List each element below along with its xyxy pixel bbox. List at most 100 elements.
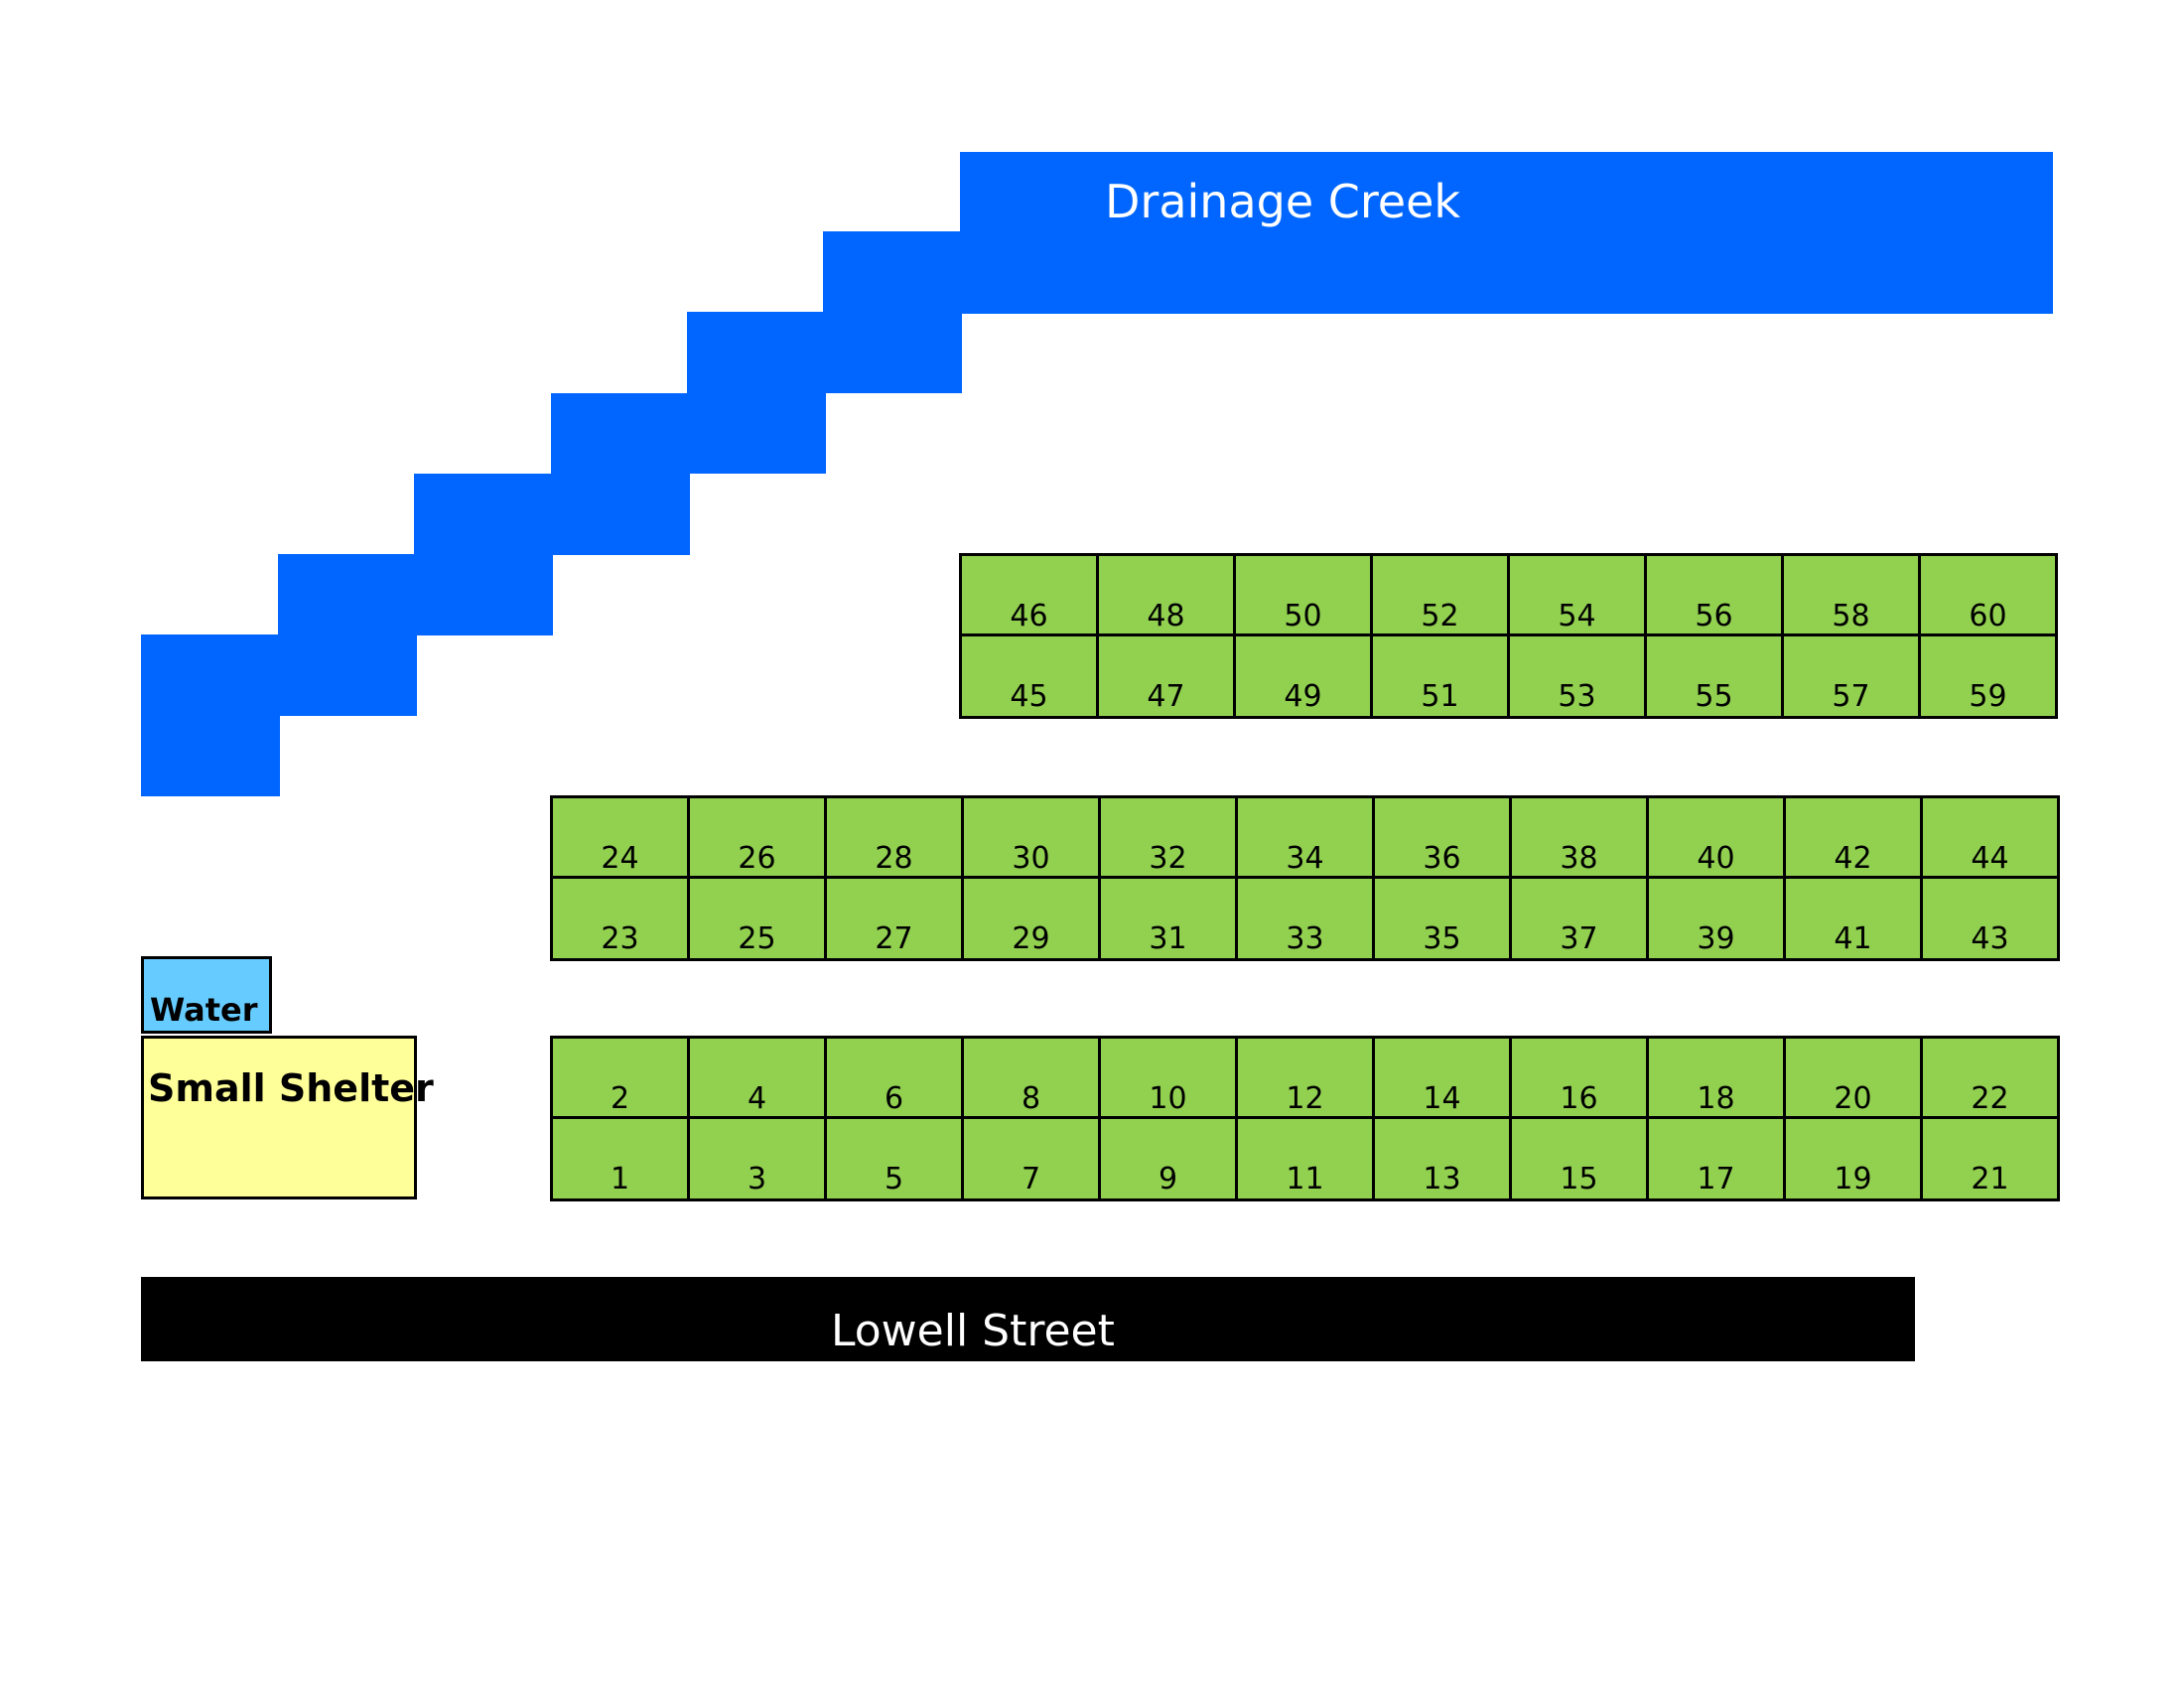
- plot-number: 55: [1695, 679, 1733, 714]
- garden-plot[interactable]: 12: [1235, 1036, 1375, 1121]
- plot-number: 36: [1423, 841, 1461, 876]
- plot-number: 14: [1423, 1081, 1461, 1116]
- garden-plot[interactable]: 36: [1372, 795, 1512, 881]
- garden-plot[interactable]: 38: [1509, 795, 1649, 881]
- plot-number: 42: [1834, 841, 1872, 876]
- garden-plot[interactable]: 58: [1781, 553, 1921, 638]
- garden-plot[interactable]: 31: [1098, 876, 1238, 961]
- garden-plot[interactable]: 13: [1372, 1116, 1512, 1201]
- creek-step-2: [687, 312, 826, 474]
- garden-plot[interactable]: 50: [1233, 553, 1373, 638]
- garden-plot[interactable]: 59: [1918, 633, 2058, 719]
- garden-plot[interactable]: 17: [1646, 1116, 1786, 1201]
- plot-number: 30: [1012, 841, 1050, 876]
- garden-plot[interactable]: 57: [1781, 633, 1921, 719]
- plot-number: 17: [1697, 1162, 1735, 1196]
- plot-number: 58: [1832, 599, 1870, 633]
- garden-plot[interactable]: 49: [1233, 633, 1373, 719]
- plot-number: 37: [1560, 921, 1598, 956]
- garden-plot[interactable]: 24: [550, 795, 690, 881]
- garden-plot[interactable]: 23: [550, 876, 690, 961]
- garden-plot[interactable]: 60: [1918, 553, 2058, 638]
- garden-plot[interactable]: 54: [1507, 553, 1647, 638]
- plot-number: 46: [1010, 599, 1048, 633]
- plot-number: 15: [1560, 1162, 1598, 1196]
- garden-plot[interactable]: 32: [1098, 795, 1238, 881]
- garden-plot[interactable]: 44: [1920, 795, 2060, 881]
- garden-plot[interactable]: 47: [1096, 633, 1236, 719]
- garden-plot[interactable]: 21: [1920, 1116, 2060, 1201]
- plot-number: 38: [1560, 841, 1598, 876]
- garden-plot[interactable]: 39: [1646, 876, 1786, 961]
- garden-plot[interactable]: 37: [1509, 876, 1649, 961]
- creek-step-3: [551, 393, 690, 555]
- plot-number: 40: [1697, 841, 1735, 876]
- plot-number: 33: [1286, 921, 1324, 956]
- plot-number: 34: [1286, 841, 1324, 876]
- garden-plot[interactable]: 10: [1098, 1036, 1238, 1121]
- garden-plot[interactable]: 26: [687, 795, 827, 881]
- garden-plot[interactable]: 55: [1644, 633, 1784, 719]
- creek-main-channel: [960, 152, 2053, 314]
- garden-plot[interactable]: 48: [1096, 553, 1236, 638]
- garden-plot[interactable]: 51: [1370, 633, 1510, 719]
- garden-plot[interactable]: 22: [1920, 1036, 2060, 1121]
- plot-number: 9: [1158, 1162, 1178, 1196]
- garden-plot[interactable]: 5: [824, 1116, 964, 1201]
- garden-plot[interactable]: 53: [1507, 633, 1647, 719]
- garden-plot[interactable]: 30: [961, 795, 1101, 881]
- plot-number: 57: [1832, 679, 1870, 714]
- plot-number: 56: [1695, 599, 1733, 633]
- plot-number: 6: [884, 1081, 904, 1116]
- garden-plot[interactable]: 40: [1646, 795, 1786, 881]
- plot-number: 18: [1697, 1081, 1735, 1116]
- garden-plot[interactable]: 27: [824, 876, 964, 961]
- garden-plot[interactable]: 18: [1646, 1036, 1786, 1121]
- plot-number: 16: [1560, 1081, 1598, 1116]
- garden-plot[interactable]: 6: [824, 1036, 964, 1121]
- garden-plot[interactable]: 4: [687, 1036, 827, 1121]
- garden-plot[interactable]: 7: [961, 1116, 1101, 1201]
- garden-plot[interactable]: 56: [1644, 553, 1784, 638]
- garden-plot[interactable]: 3: [687, 1116, 827, 1201]
- garden-plot[interactable]: 25: [687, 876, 827, 961]
- garden-plot[interactable]: 11: [1235, 1116, 1375, 1201]
- garden-plot[interactable]: 43: [1920, 876, 2060, 961]
- garden-plot[interactable]: 9: [1098, 1116, 1238, 1201]
- plot-number: 8: [1021, 1081, 1041, 1116]
- plot-number: 54: [1558, 599, 1596, 633]
- plot-number: 21: [1971, 1162, 2009, 1196]
- water-label: Water: [150, 991, 258, 1029]
- garden-plot[interactable]: 8: [961, 1036, 1101, 1121]
- lowell-street: Lowell Street: [141, 1277, 1915, 1361]
- plot-number: 31: [1149, 921, 1187, 956]
- creek-step-5: [278, 554, 417, 716]
- plot-row-middle-back: 24 26 28 30 32 34 36 38 40 42 44: [550, 795, 2060, 881]
- garden-plot[interactable]: 41: [1783, 876, 1923, 961]
- plot-number: 59: [1969, 679, 2007, 714]
- plot-number: 35: [1423, 921, 1461, 956]
- garden-plot[interactable]: 35: [1372, 876, 1512, 961]
- garden-plot[interactable]: 14: [1372, 1036, 1512, 1121]
- garden-plot[interactable]: 34: [1235, 795, 1375, 881]
- garden-plot[interactable]: 45: [959, 633, 1099, 719]
- garden-plot[interactable]: 42: [1783, 795, 1923, 881]
- garden-plot[interactable]: 15: [1509, 1116, 1649, 1201]
- small-shelter: Small Shelter: [141, 1036, 434, 1199]
- garden-plot[interactable]: 1: [550, 1116, 690, 1201]
- plot-number: 26: [738, 841, 776, 876]
- garden-plot[interactable]: 16: [1509, 1036, 1649, 1121]
- garden-plot[interactable]: 20: [1783, 1036, 1923, 1121]
- plot-number: 27: [875, 921, 913, 956]
- garden-plot[interactable]: 19: [1783, 1116, 1923, 1201]
- garden-plot[interactable]: 46: [959, 553, 1099, 638]
- garden-plot[interactable]: 29: [961, 876, 1101, 961]
- garden-plot[interactable]: 33: [1235, 876, 1375, 961]
- plot-number: 1: [610, 1162, 630, 1196]
- garden-plot[interactable]: 52: [1370, 553, 1510, 638]
- garden-plot[interactable]: 2: [550, 1036, 690, 1121]
- garden-plot[interactable]: 28: [824, 795, 964, 881]
- plot-number: 49: [1284, 679, 1322, 714]
